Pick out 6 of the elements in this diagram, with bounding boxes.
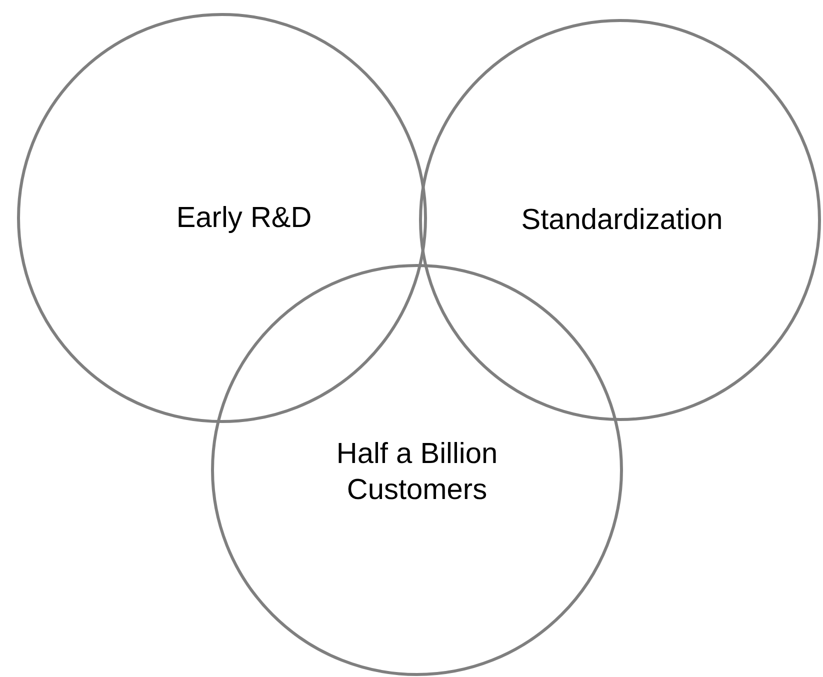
circle-label: Standardization (521, 202, 723, 238)
circle-label: Early R&D (176, 200, 312, 236)
venn-circle (17, 13, 427, 423)
circle-label: Half a Billion Customers (335, 436, 499, 508)
venn-circle (419, 19, 821, 421)
venn-circle (211, 264, 623, 676)
